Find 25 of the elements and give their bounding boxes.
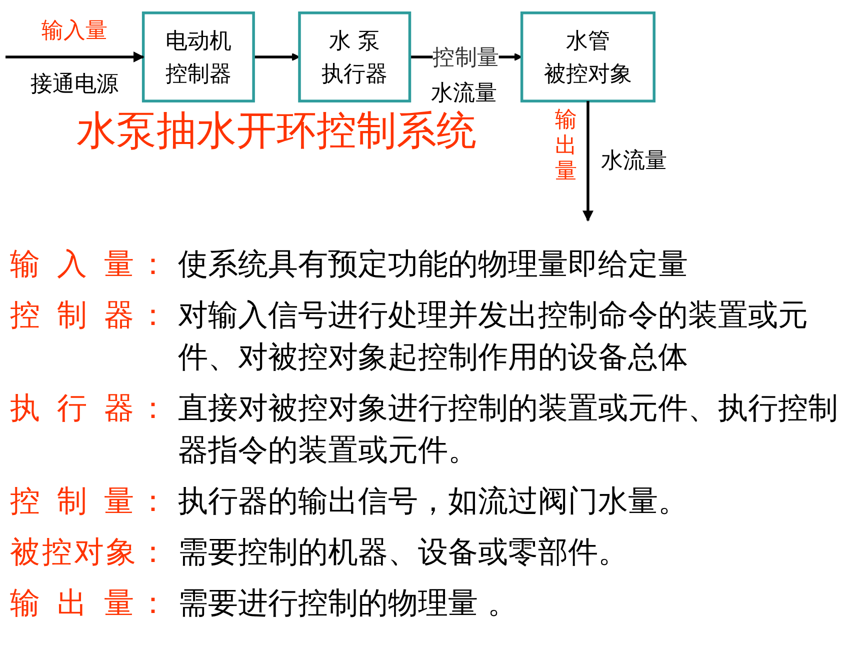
- definition-text: 使系统具有预定功能的物理量即给定量: [178, 246, 689, 284]
- node-box: 水 泵 执行器: [298, 11, 412, 102]
- arrow: [6, 51, 144, 62]
- term-label: 输 入 量：: [10, 246, 168, 284]
- definition-text: 需要控制的机器、设备或零部件。: [178, 534, 629, 572]
- edge-label: 控制量: [432, 44, 499, 70]
- title: 水泵抽水开环控制系统: [76, 107, 477, 156]
- edge-label: 输入量: [41, 18, 108, 44]
- definition-text: 对输入信号进行处理并发出控制命令的装置或元件、对被控对象起控制作用的设备总体: [178, 297, 809, 377]
- signal-label: 接通电源: [30, 72, 118, 98]
- node-box: 电动机 控制器: [142, 11, 255, 102]
- arrow: [254, 52, 300, 61]
- signal-label: 输出量: [554, 108, 577, 184]
- term-label: 控 制 量：: [10, 483, 168, 521]
- arrow: [582, 101, 594, 222]
- definition-text: 直接对被控对象进行控制的装置或元件、执行控制器指令的装置或元件。: [178, 390, 839, 470]
- signal-label: 水流量: [430, 81, 497, 106]
- term-label: 控 制 器：: [10, 297, 168, 335]
- definition-text: 需要进行控制的物理量 。: [178, 585, 519, 623]
- edge-label: 水流量: [600, 148, 667, 174]
- definition-text: 执行器的输出信号，如流过阀门水量。: [178, 483, 689, 521]
- term-label: 被控对象：: [10, 534, 168, 572]
- term-label: 执 行 器：: [10, 390, 168, 428]
- node-box: 水管 被控对象: [520, 11, 656, 102]
- term-label: 输 出 量：: [10, 585, 168, 623]
